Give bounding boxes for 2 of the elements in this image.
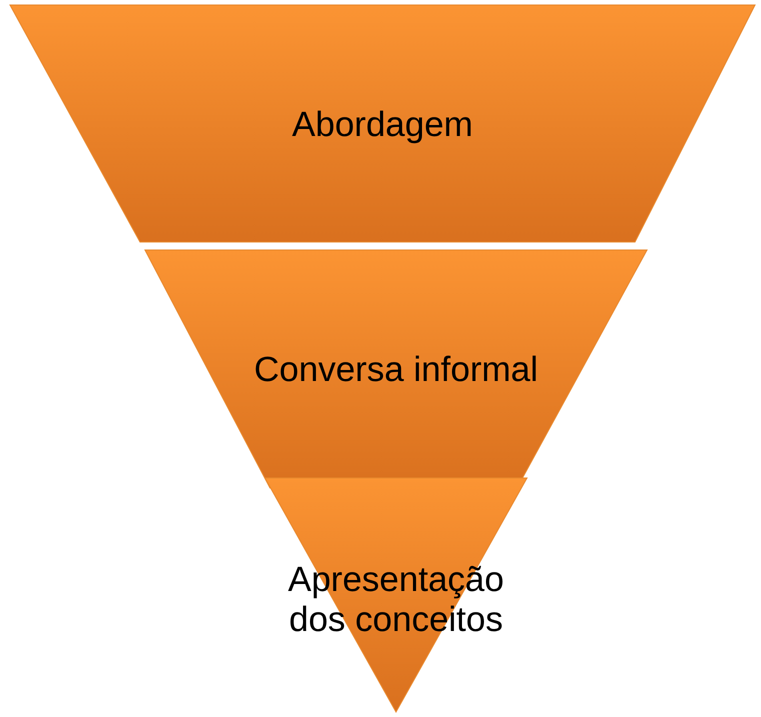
stage-label: Conversa informal [254,350,538,390]
stage-label: Abordagem [292,105,473,146]
